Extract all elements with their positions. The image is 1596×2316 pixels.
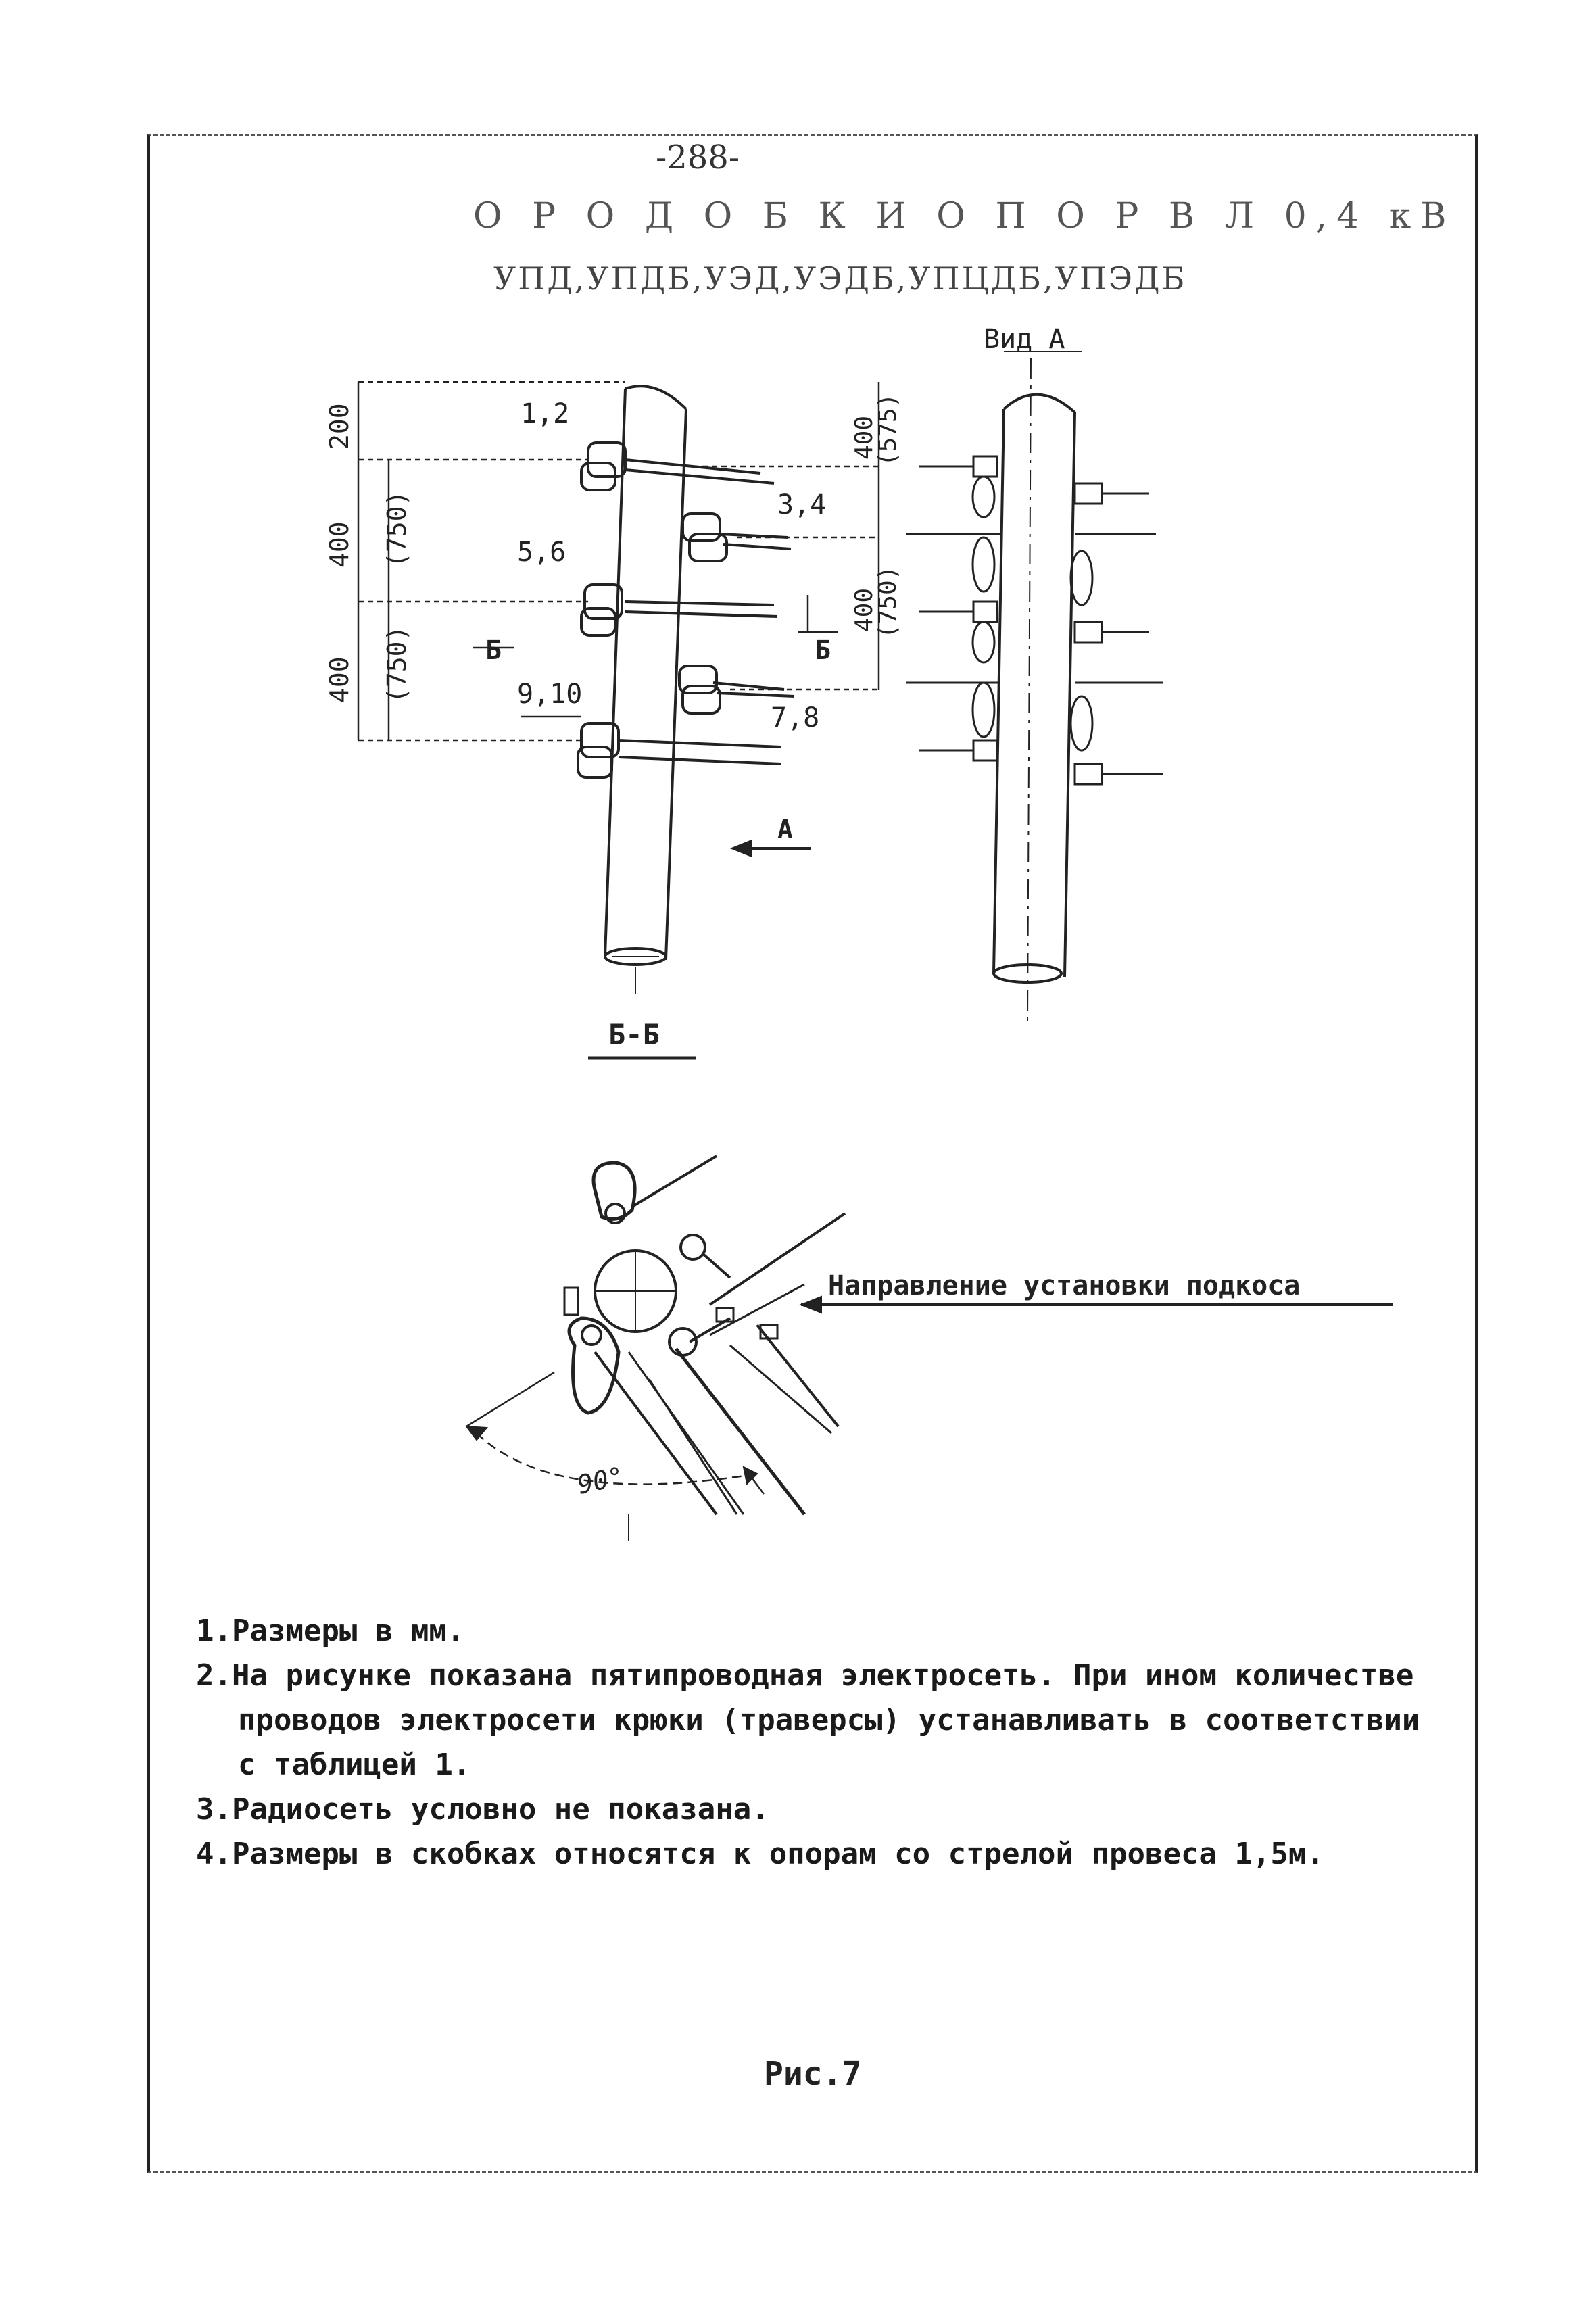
pole-side-view [604, 385, 687, 966]
angle-label: 90° [575, 1461, 626, 1499]
section-mark-right: Б [815, 635, 831, 666]
note-2-line-2: проводов электросети крюки (траверсы) ус… [238, 1703, 1420, 1737]
note-3: 3.Радиосеть условно не показана. [196, 1792, 769, 1827]
dim-left-400-top: 400 [324, 521, 354, 568]
callout-3-4: 3,4 [777, 489, 826, 521]
arrow-a-label: А [777, 815, 793, 844]
dimensions-right [693, 382, 880, 691]
page-number: -288- [656, 139, 740, 176]
dim-left-750-top: (750) [382, 491, 412, 568]
callout-5-6: 5,6 [517, 537, 566, 568]
section-mark-left: Б [485, 635, 502, 666]
section-detail [464, 1155, 1393, 1541]
front-view-insulators [906, 455, 1163, 786]
direction-label: Направление установки подкоса [828, 1270, 1300, 1301]
drawing-subtitle: УПД,УПДБ,УЭД,УЭДБ,УПЦДБ,УПЭДБ [493, 260, 1187, 297]
note-1: 1.Размеры в мм. [196, 1614, 465, 1648]
dim-right-400-bottom: 400 [850, 588, 878, 632]
dim-left-750-bottom: (750) [382, 626, 412, 703]
drawing-frame [147, 134, 1478, 2173]
note-4: 4.Размеры в скобках относятся к опорам с… [196, 1837, 1324, 1871]
note-2-cont-b: с таблицей 1. [196, 1743, 1467, 1787]
dim-right-750: (750) [874, 566, 902, 639]
view-a-label: Вид А [984, 324, 1065, 355]
dim-right-575: (575) [874, 393, 902, 466]
callout-1-2: 1,2 [521, 398, 569, 429]
dim-left-400-bottom: 400 [324, 656, 354, 703]
note-2-line-3: с таблицей 1. [238, 1747, 471, 1782]
view-a-arrow [729, 840, 811, 857]
drawing-title: О Р О Д О Б К И О П О Р В Л 0,4 кВ [473, 196, 1456, 237]
callout-9-10: 9,10 [517, 679, 582, 710]
dim-right-400-top: 400 [850, 416, 878, 460]
note-2-cont-a: проводов электросети крюки (траверсы) ус… [196, 1698, 1467, 1743]
note-2: 2.На рисунке показана пятипроводная элек… [196, 1658, 1414, 1693]
side-view-insulators [577, 441, 795, 779]
figure-caption: Рис.7 [764, 2055, 862, 2093]
dimensions-left [357, 381, 625, 742]
dim-left-200: 200 [324, 403, 354, 450]
callout-7-8: 7,8 [771, 702, 819, 733]
notes-block: 1.Размеры в мм. 2.На рисунке показана пя… [196, 1609, 1467, 1877]
section-label: Б-Б [608, 1018, 660, 1051]
pole-front-view [992, 351, 1082, 1021]
